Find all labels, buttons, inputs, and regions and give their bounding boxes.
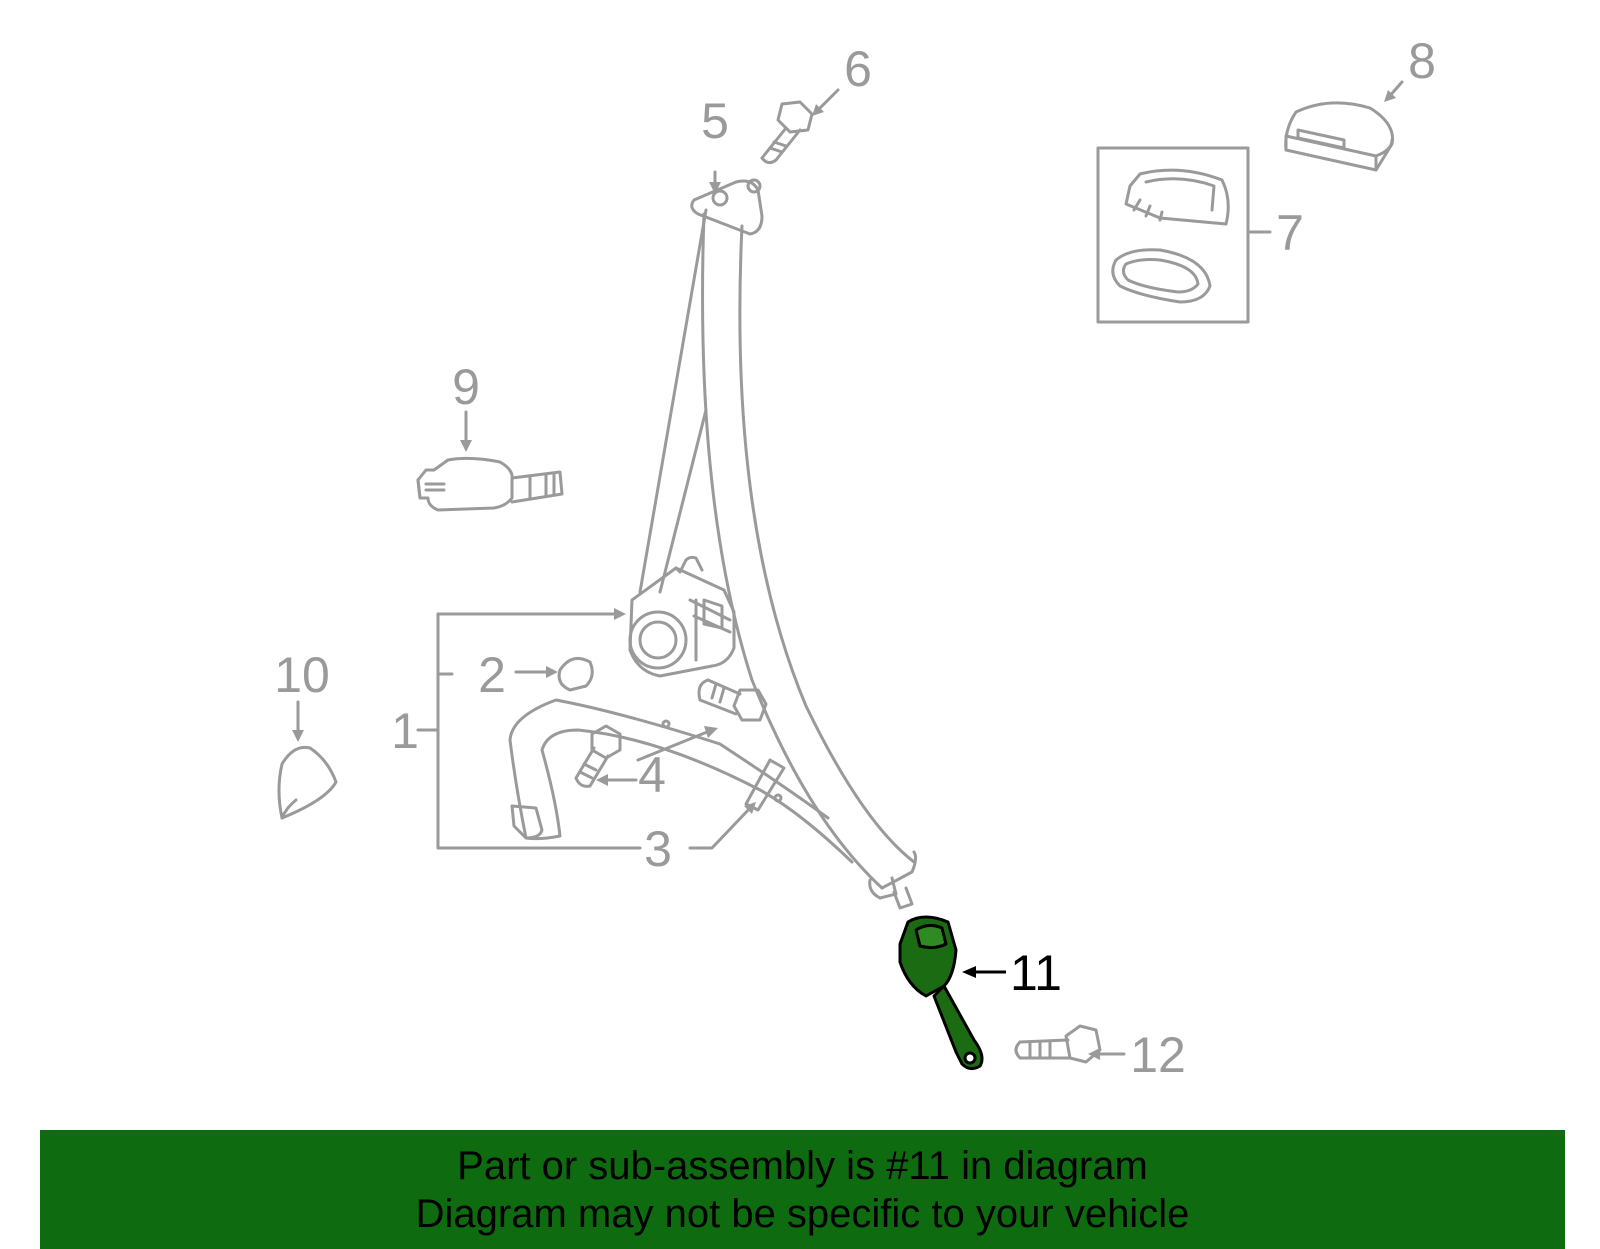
parts-diagram: 5 6 8 7 9 10 2 1 4 3 12 11 [274,33,1436,1083]
pretensioner[interactable] [416,456,564,512]
callout-2: 2 [478,647,506,703]
callout-7: 7 [1276,205,1304,261]
lap-bolt-lower[interactable] [574,724,622,788]
callout-11: 11 [1010,945,1062,1001]
callout-8: 8 [1408,33,1436,89]
arrow-heads [292,90,1396,1060]
shoulder-belt[interactable] [638,208,918,890]
retractor[interactable] [628,555,736,678]
upper-anchor[interactable] [690,178,764,236]
leader-line-11 [962,966,1006,978]
belt-end-plate[interactable] [868,876,914,910]
banner-line-2: Diagram may not be specific to your vehi… [415,1191,1190,1236]
buckle-bolt[interactable] [1014,1024,1102,1064]
callout-4: 4 [638,747,666,803]
trim-cover[interactable] [1284,101,1395,172]
guide-set[interactable] [1096,146,1250,324]
callout-9: 9 [452,359,480,415]
callout-10: 10 [274,647,330,703]
lap-bolt-upper[interactable] [697,678,768,722]
callout-12: 12 [1130,1027,1186,1083]
seat-belt-buckle[interactable] [898,915,984,1071]
callout-3: 3 [644,821,672,877]
info-banner: Part or sub-assembly is #11 in diagram D… [40,1130,1565,1249]
callout-5: 5 [701,93,729,149]
trim-cap[interactable] [277,745,338,820]
callout-1: 1 [391,703,419,759]
plug-cap[interactable] [557,656,594,692]
anchor-bolt[interactable] [760,100,814,165]
banner-line-1: Part or sub-assembly is #11 in diagram [457,1143,1148,1188]
callout-6: 6 [844,41,872,97]
leader-lines [296,80,1404,1056]
lap-belt[interactable] [508,698,854,864]
